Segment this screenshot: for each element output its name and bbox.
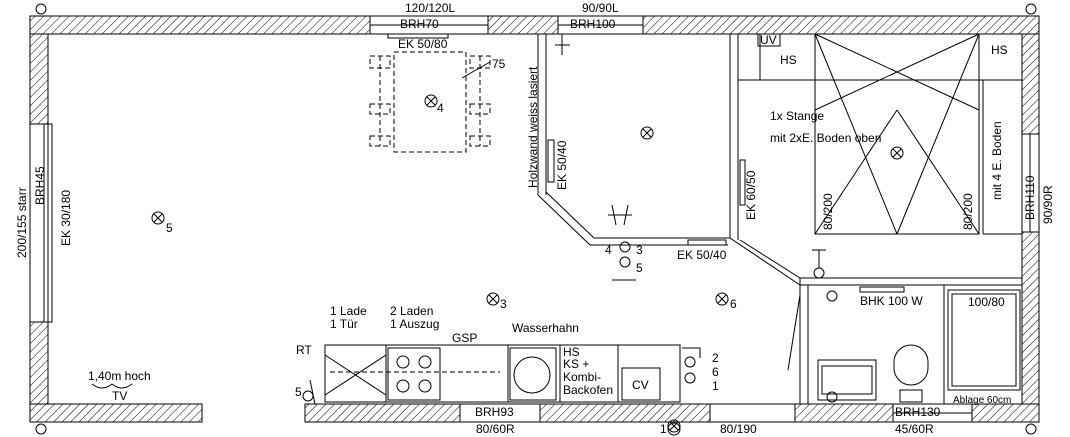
hs-kitchen-label: HS	[563, 345, 580, 359]
brh100-label: BRH100	[570, 17, 616, 31]
dishwasher-label: GSP	[452, 331, 478, 345]
switch-3-label: 3	[636, 243, 643, 257]
rod-label: 1x Stange	[770, 109, 825, 123]
bhk-label: BHK 100 W	[860, 294, 923, 308]
cv-label: CV	[632, 378, 649, 392]
uv-label: UV	[760, 33, 777, 47]
switch-5-label: 5	[636, 261, 643, 275]
oven-label: Backofen	[563, 383, 614, 397]
brh70-label: BRH70	[400, 17, 439, 31]
switches	[302, 34, 826, 405]
four-shelves-label: mit 4 E. Boden	[990, 121, 1004, 200]
corner-marks	[35, 3, 1037, 436]
brh45-label: BRH45	[33, 166, 47, 205]
thermostat-5-label: 5	[295, 385, 302, 399]
lamp-6-label: 6	[730, 297, 737, 311]
kitchen	[324, 344, 681, 403]
window-45-60r-label: 45/60R	[895, 422, 934, 436]
thermostat-label: RT	[296, 343, 312, 357]
door-left-label: 200/155 starr	[15, 187, 29, 258]
tv-label: TV	[112, 389, 128, 403]
lamps	[151, 94, 904, 433]
lamp-1-bottom-label: 1	[660, 422, 667, 436]
dim-75-label: 75	[492, 57, 506, 71]
window-label-top-right: 90/90L	[582, 1, 619, 15]
one-drawer-label: 1 Lade	[330, 304, 367, 318]
ek-30-180-label: EK 30/180	[59, 189, 73, 246]
switch-4-label: 4	[605, 243, 612, 257]
shower-size-label: 100/80	[968, 295, 1005, 309]
brh93-label: BRH93	[475, 405, 514, 419]
interior-walls	[537, 33, 1022, 404]
one-pullout-label: 1 Auszug	[390, 317, 440, 331]
two-drawers-label: 2 Laden	[390, 304, 434, 318]
ek-50-40-horizontal-label: EK 50/40	[677, 248, 727, 262]
outlet-6-label: 6	[712, 365, 719, 379]
shelf-label: Ablage 60cm	[953, 395, 1012, 406]
ek-60-50-label: EK 60/50	[744, 170, 758, 220]
brh130-label: BRH130	[895, 405, 941, 419]
tv-height-label: 1,40m hoch	[88, 369, 151, 383]
one-door-label: 1 Tür	[330, 317, 358, 331]
dining-table	[369, 51, 491, 153]
tv-marker	[91, 383, 133, 389]
wardrobe-size-b-label: 80/200	[961, 193, 975, 230]
wooden-wall-label: Holzwand weiss lasiert	[526, 66, 540, 188]
brh110-label: BRH110	[1023, 175, 1037, 220]
window-right-label: 90/90R	[1041, 185, 1055, 224]
lamp-3-label: 3	[500, 297, 507, 311]
combi-label: Kombi-	[563, 370, 602, 384]
window-80-60r-label: 80/60R	[476, 422, 515, 436]
hs-left-label: HS	[780, 53, 797, 67]
top-shelf-label: mit 2xE. Boden oben	[770, 131, 882, 145]
window-80-190-label: 80/190	[720, 422, 757, 436]
ek-50-80-label: EK 50/80	[398, 37, 448, 51]
windows	[29, 15, 1040, 423]
tap-label: Wasserhahn	[512, 321, 579, 335]
window-label-top-left: 120/120L	[405, 1, 456, 15]
hs-right-label: HS	[991, 43, 1008, 57]
outlet-1-label: 1	[712, 379, 719, 393]
outlet-2-label: 2	[712, 351, 719, 365]
fridge-label: KS +	[563, 357, 590, 371]
lamp-4-label: 4	[437, 101, 444, 115]
lamp-5-label: 5	[166, 221, 173, 235]
ek-50-40-vertical-label: EK 50/40	[555, 140, 569, 190]
wardrobe-size-a-label: 80/200	[821, 193, 835, 230]
